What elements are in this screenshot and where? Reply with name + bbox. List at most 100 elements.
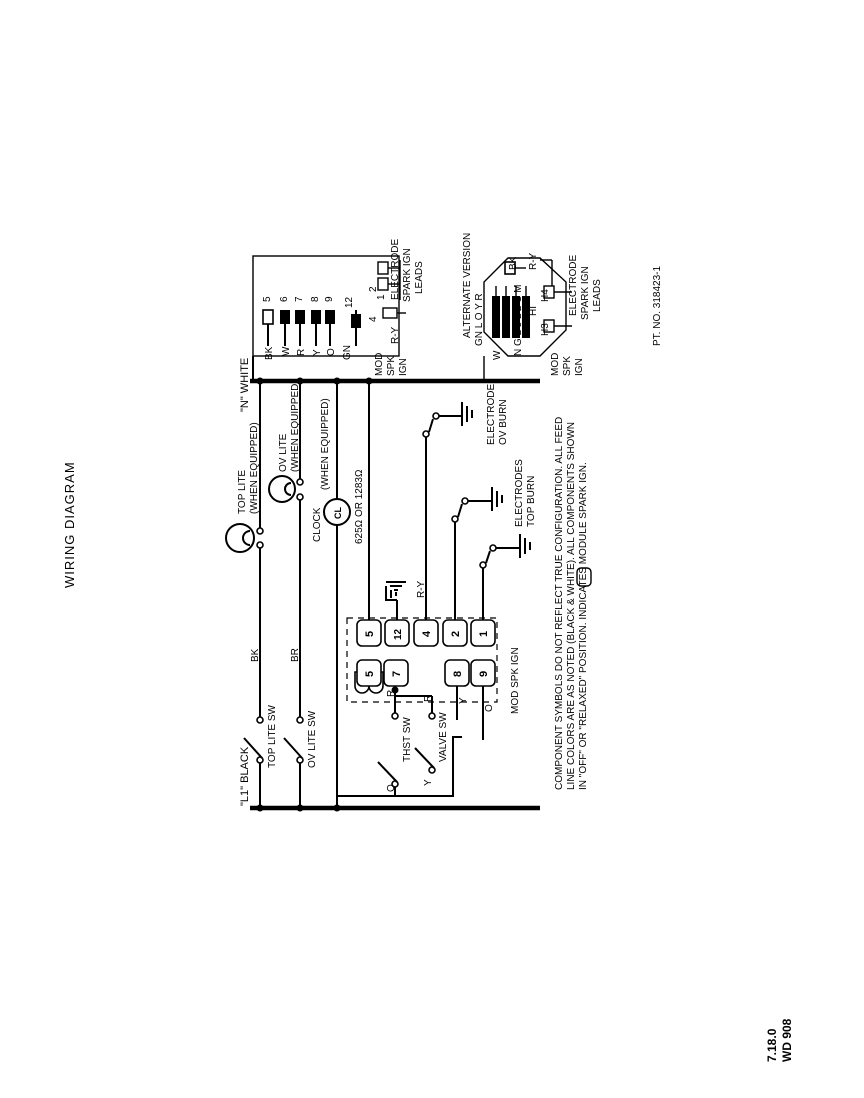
doc-code-2: WD 908 <box>780 1018 794 1062</box>
module-ry-label: R-Y <box>390 326 401 344</box>
top-lite-when-label: (WHEN EQUIPPED) <box>249 422 260 514</box>
alt-h3-label: H3 <box>540 323 551 336</box>
module-pins <box>262 309 361 346</box>
alt-electrode-2: SPARK IGN <box>580 266 591 320</box>
electrode-ov-ground-icon <box>439 402 473 426</box>
module-label-ign: IGN <box>398 358 409 376</box>
electrode-top-label-2: TOP BURN <box>526 476 537 527</box>
part-number: PT. NO. 318423-1 <box>652 266 663 346</box>
module-right-pin-1: 1 <box>376 294 387 300</box>
wire-label-y-1: Y <box>423 779 434 786</box>
branch-clock: CL CLOCK (WHEN EQUIPPED) 625Ω OR 1283Ω <box>312 377 365 812</box>
ov-lite-sw-label: OV LITE SW <box>307 710 318 768</box>
wire-label-y-2: Y <box>458 697 469 704</box>
mod-spk-ign-label: MOD SPK IGN <box>510 647 521 714</box>
alt-mid-codes: N G L 3 L 2 C M <box>513 284 524 356</box>
clock-symbol: CL <box>333 507 343 519</box>
alternate-version: ALTERNATE VERSION GN L O Y R N G L 3 L 2… <box>462 233 603 381</box>
mod-right-pin-1: 1 <box>478 631 490 637</box>
module-left-terminals: 5 7 8 9 <box>354 659 496 694</box>
module-electrode-3: LEADS <box>414 261 425 294</box>
module-detail: BK W R Y O GN 5 6 7 8 9 12 2 1 4 R-Y ELE… <box>252 239 425 381</box>
alt-electrode-3: LEADS <box>592 279 603 312</box>
alt-h4-label: H4 <box>540 289 551 302</box>
alt-electrode-1: ELECTRODE <box>568 255 579 316</box>
alt-version-title: ALTERNATE VERSION <box>462 233 473 338</box>
doc-code-1: 7.18.0 <box>765 1028 779 1062</box>
module-indicator-icon <box>576 567 592 587</box>
note-line-3: IN "OFF" OR "RELAXED" POSITION. INDICATE… <box>578 462 589 790</box>
top-lite-sw-label: TOP LITE SW <box>267 704 278 768</box>
alt-spk-label: SPK <box>562 356 573 376</box>
alt-bk-label: BK <box>508 256 519 270</box>
wire-label-o-2: O <box>484 704 495 712</box>
alt-w-label: W <box>492 350 503 360</box>
module-pin-5: 5 <box>262 296 273 302</box>
wire-label-r-2: R <box>423 695 434 702</box>
bus-l1-label: "L1" BLACK <box>239 746 251 806</box>
note-line-2: LINE COLORS ARE AS NOTED (BLACK & WHITE)… <box>566 422 577 790</box>
thst-sw-label: THST SW <box>402 717 413 762</box>
module-electrode-2: SPARK IGN <box>402 248 413 302</box>
branch-top-lite: BK TOP LITE SW TOP LITE (WHEN EQUIPPED) <box>225 377 278 812</box>
electrode-ground-icon <box>496 534 531 558</box>
module-box <box>252 255 400 357</box>
module-wire-y: Y <box>312 349 323 356</box>
module-pin-6: 6 <box>279 296 290 302</box>
module-label-spk: SPK <box>386 356 397 376</box>
alt-top-codes: GN L O Y R <box>474 293 485 346</box>
ground-icon <box>385 581 406 601</box>
alt-hi-label: HI <box>528 306 539 316</box>
electrode-top-ground-icon <box>468 487 503 511</box>
clock-when-label: (WHEN EQUIPPED) <box>320 398 331 490</box>
module-pin-9: 9 <box>324 296 335 302</box>
top-lite-bulb-icon <box>225 523 255 553</box>
alt-mod-label: MOD <box>550 353 561 376</box>
branch-ov-lite: BR OV LITE SW OV LITE (WHEN EQUIPPED) <box>268 377 318 812</box>
alt-module-pins <box>492 261 530 338</box>
return-loop <box>394 736 462 797</box>
module-outline <box>346 617 498 703</box>
module-pin-8: 8 <box>310 296 321 302</box>
top-lite-label: TOP LITE <box>237 470 248 514</box>
ov-lite-label: OV LITE <box>278 433 289 472</box>
mod-right-pin-4: 4 <box>421 630 433 637</box>
mod-right-pin-12: 12 <box>393 628 404 640</box>
electrode-ov-label-1: ELECTRODE <box>486 384 497 445</box>
wire-label-r-1: R <box>386 690 397 697</box>
module-wire-r: R <box>296 349 307 356</box>
module-pin-12: 12 <box>344 296 355 308</box>
ov-lite-bulb-icon <box>268 475 296 503</box>
mod-left-pin-9: 9 <box>478 671 490 677</box>
wire-label-br: BR <box>290 648 301 662</box>
bus-n-label: "N" WHITE <box>239 358 251 412</box>
ov-lite-when-label: (WHEN EQUIPPED) <box>290 380 301 472</box>
module-electrode-1: ELECTRODE <box>390 239 401 300</box>
note-line-1: COMPONENT SYMBOLS DO NOT REFLECT TRUE CO… <box>554 417 565 790</box>
mod-left-pin-5: 5 <box>364 671 376 677</box>
wire-label-r-y: R-Y <box>416 580 427 598</box>
notes: COMPONENT SYMBOLS DO NOT REFLECT TRUE CO… <box>554 417 592 790</box>
wire-label-bk: BK <box>250 648 261 662</box>
clock-pins-label: 625Ω OR 1283Ω <box>354 469 365 544</box>
module-wire-o: O <box>326 348 337 356</box>
module-right-pin-4: 4 <box>368 316 379 322</box>
mod-right-pin-5: 5 <box>364 631 376 637</box>
module-wire-w: W <box>281 346 292 356</box>
wire-label-o-1: O <box>386 784 397 792</box>
valve-switch-blade <box>414 747 435 769</box>
thst-switch-blade <box>377 761 398 783</box>
page-title: WIRING DIAGRAM <box>62 461 77 588</box>
alt-ry-label: R-Y <box>528 252 539 270</box>
mod-left-pin-8: 8 <box>452 671 464 677</box>
alt-ign-label: IGN <box>574 358 585 376</box>
control-section: THST SW O R VALVE SW R Y 5 7 8 9 5 <box>346 384 537 792</box>
clock-label: CLOCK <box>312 507 323 542</box>
module-pin-7: 7 <box>294 296 305 302</box>
mod-right-pin-2: 2 <box>450 631 462 637</box>
main-schematic: "L1" BLACK "N" WHITE BK TOP LITE SW TOP … <box>225 358 540 812</box>
electrode-ov-label-2: OV BURN <box>498 399 509 445</box>
electrode-top-label-1: ELECTRODES <box>514 459 525 527</box>
